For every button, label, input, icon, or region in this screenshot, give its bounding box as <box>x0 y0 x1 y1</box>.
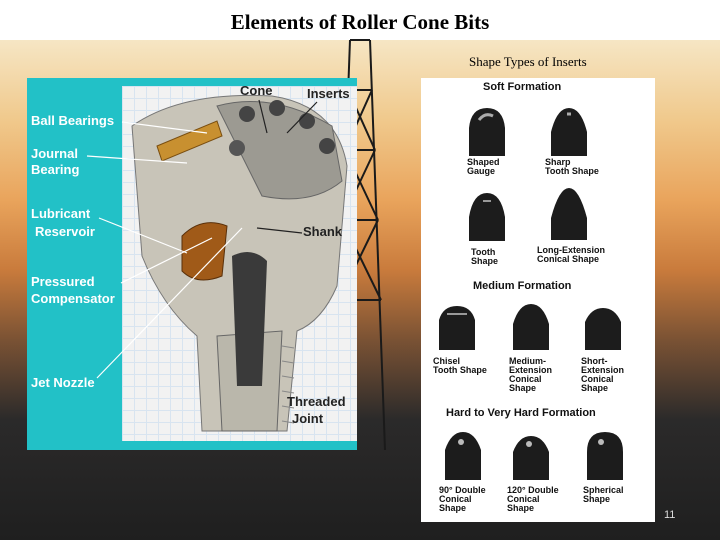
label-jet-nozzle: Jet Nozzle <box>31 375 95 390</box>
label-ball-bearings: Ball Bearings <box>31 113 115 128</box>
insert-spherical-image <box>587 432 623 480</box>
section-medium-formation: Medium Formation <box>473 280 572 292</box>
label-compensator: Compensator <box>31 291 115 306</box>
insert-long-extension-conical-image <box>551 188 587 240</box>
insert-medium-extension-image <box>513 304 549 350</box>
label-threaded: Threaded <box>287 394 346 409</box>
label-inserts: Inserts <box>307 86 350 101</box>
insert-chisel-tooth-image <box>439 306 475 350</box>
label-cone: Cone <box>240 83 273 98</box>
leader-lines <box>86 99 318 379</box>
insert-shapes-title: Shape Types of Inserts <box>469 54 587 69</box>
label-bearing: Bearing <box>31 162 80 177</box>
label-lubricant: Lubricant <box>31 206 91 221</box>
insert-tooth-shape-image <box>469 193 505 241</box>
page-number: 11 <box>664 509 676 521</box>
label-reservoir: Reservoir <box>35 224 95 239</box>
label-joint: Joint <box>292 411 324 426</box>
label-journal: Journal <box>31 146 78 161</box>
insert-120-double-conical-image <box>513 436 549 480</box>
insert-short-extension-image <box>585 308 621 350</box>
bit-cutaway-illustration <box>131 94 348 432</box>
label-pressured: Pressured <box>31 274 95 289</box>
insert-sharp-tooth-image <box>551 108 587 156</box>
section-soft-formation: Soft Formation <box>483 81 562 93</box>
slide-title: Elements of Roller Cone Bits <box>230 10 490 34</box>
roller-cone-bit-diagram: Cone Inserts Ball Bearings Journal Beari… <box>27 78 357 450</box>
insert-90-double-conical-image <box>445 432 481 480</box>
label-shank: Shank <box>303 224 343 239</box>
insert-shaped-gauge-image <box>469 108 505 156</box>
section-hard-formation: Hard to Very Hard Formation <box>446 407 596 419</box>
